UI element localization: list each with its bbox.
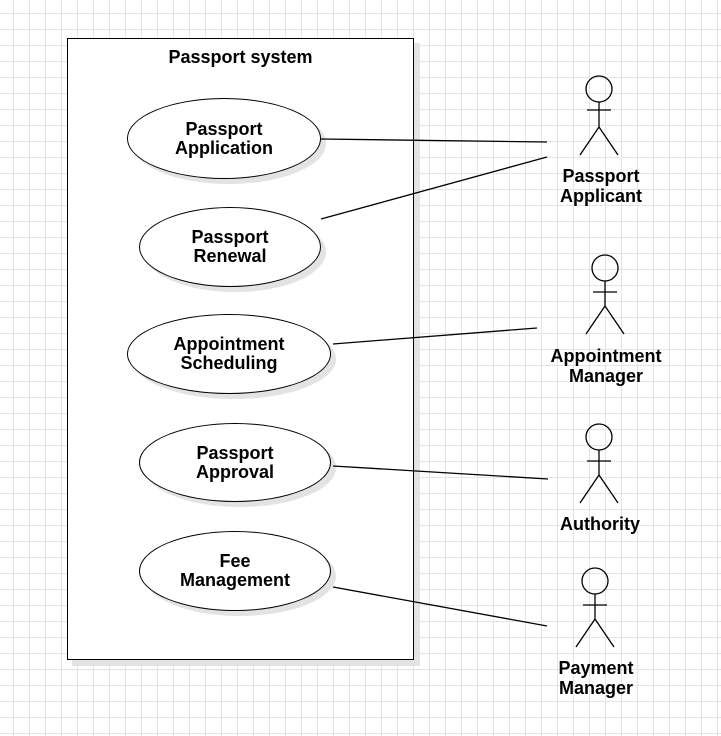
actor-label-appointment-manager: Appointment Manager	[550, 346, 662, 386]
actor-authority-icon[interactable]	[579, 423, 619, 504]
system-title: Passport system	[168, 47, 313, 67]
actor-appointment-manager-icon[interactable]	[585, 254, 625, 335]
use-case-label: Passport Renewal	[191, 227, 269, 266]
use-case-label: Passport Approval	[195, 442, 274, 482]
use-case-passport-approval[interactable]: Passport Approval	[139, 423, 331, 502]
association-line	[332, 465, 549, 480]
use-case-label: Fee Management	[179, 551, 291, 590]
association-line	[332, 586, 548, 627]
actor-payment-manager-icon[interactable]	[575, 567, 615, 648]
association-line	[332, 327, 538, 345]
actor-label-passport-applicant: Passport Applicant	[559, 166, 642, 206]
use-case-appointment-scheduling[interactable]: Appointment Scheduling	[127, 314, 331, 394]
actor-label-authority: Authority	[560, 514, 640, 534]
use-case-passport-renewal[interactable]: Passport Renewal	[139, 207, 321, 287]
use-case-passport-application[interactable]: Passport Application	[127, 98, 321, 179]
actor-passport-applicant-icon[interactable]	[579, 75, 619, 156]
use-case-label: Appointment Scheduling	[173, 334, 285, 373]
use-case-label: Passport Application	[175, 118, 273, 158]
use-case-fee-management[interactable]: Fee Management	[139, 531, 331, 611]
actor-label-payment-manager: Payment Manager	[558, 658, 634, 698]
association-line	[320, 138, 548, 143]
association-line	[320, 156, 548, 220]
